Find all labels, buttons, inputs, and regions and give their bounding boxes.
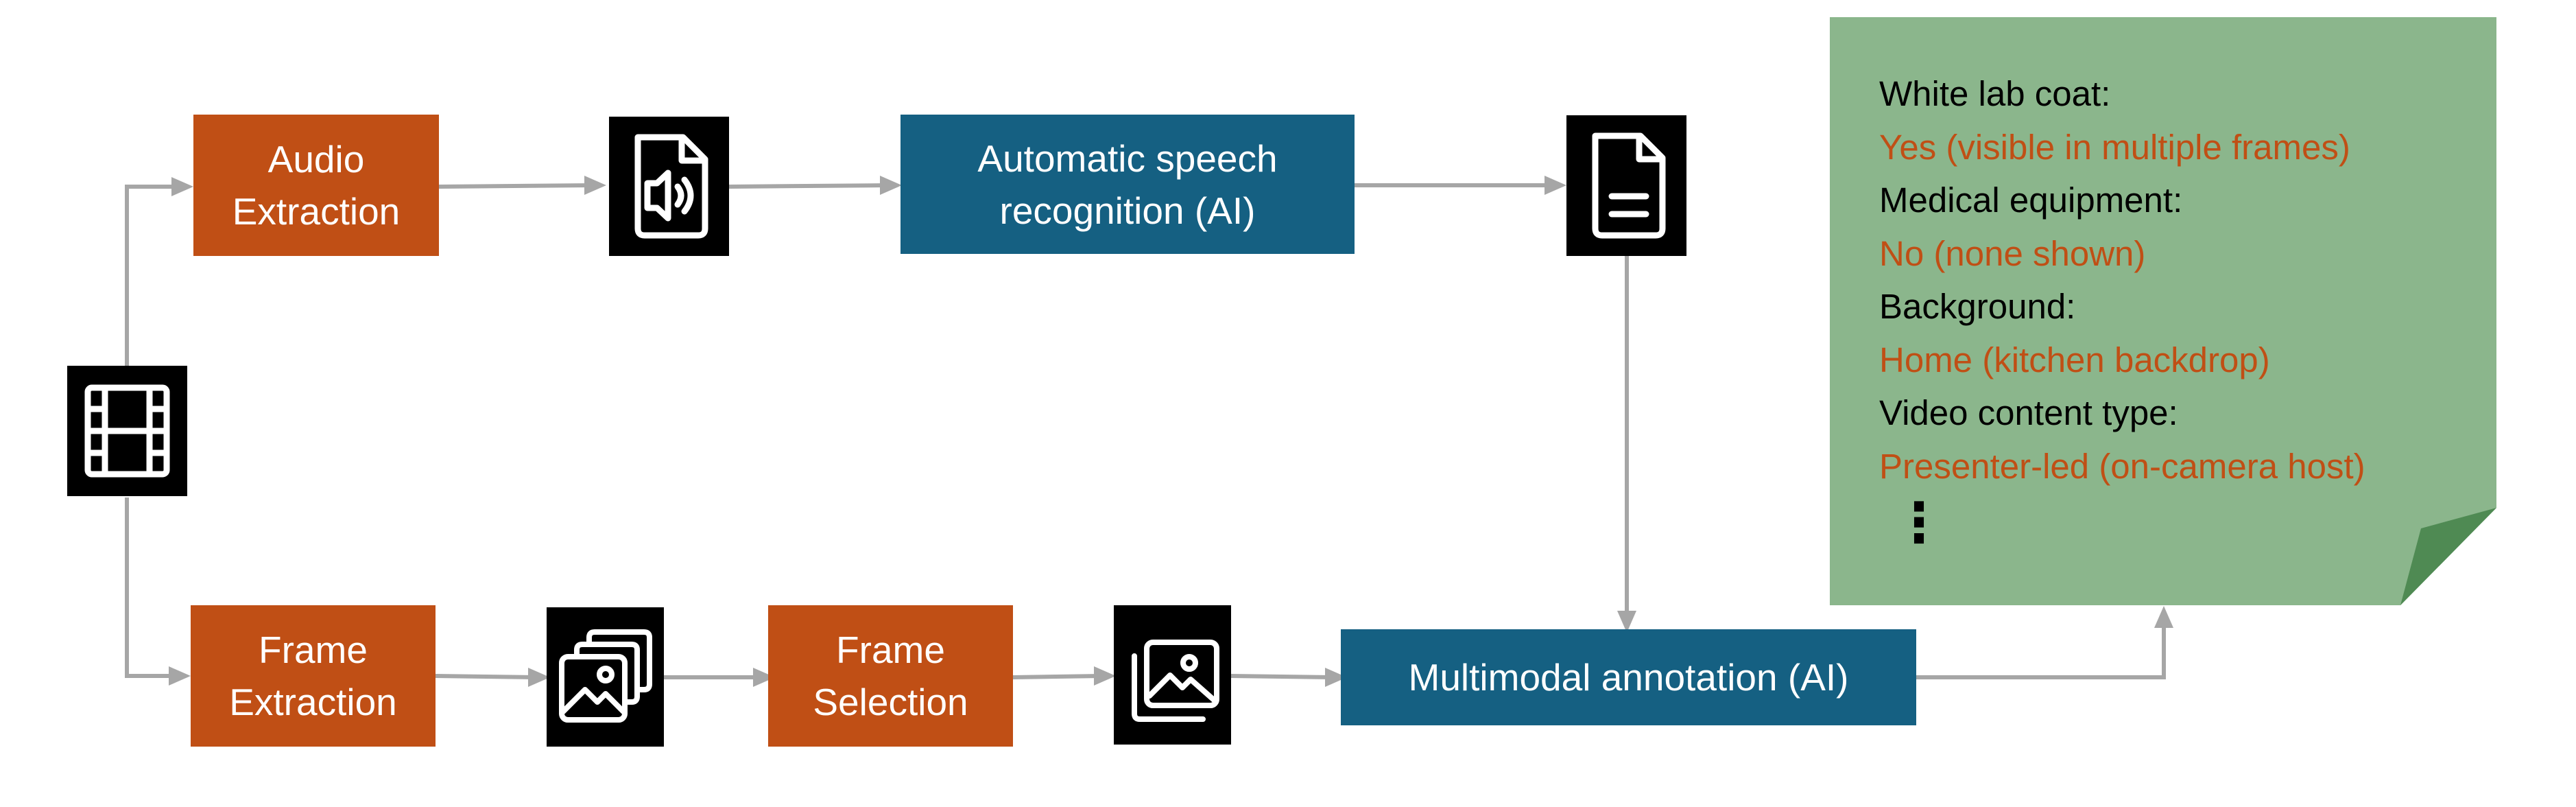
asr-label: Automatic speech recognition (AI) bbox=[977, 137, 1278, 232]
output-question-lab-coat: White lab coat: bbox=[1879, 74, 2111, 113]
document-icon bbox=[1592, 132, 1666, 239]
output-answer-lab-coat: Yes (visible in multiple frames) bbox=[1879, 127, 2350, 167]
transcript-node bbox=[1566, 115, 1686, 256]
output-answer-medical-equipment: No (none shown) bbox=[1879, 233, 2146, 273]
frames-node bbox=[547, 607, 664, 747]
asr-step: Automatic speech recognition (AI) bbox=[901, 115, 1355, 254]
arrow-audiofile-to-asr bbox=[728, 183, 887, 189]
frame-selection-step: Frame Selection bbox=[768, 605, 1013, 747]
arrow-selection-to-gallery bbox=[1012, 674, 1101, 679]
image-gallery-icon bbox=[1132, 640, 1219, 722]
output-question-content-type: Video content type: bbox=[1879, 393, 2178, 432]
frame-selection-label: Frame Selection bbox=[813, 629, 968, 723]
arrow-annotation-to-output bbox=[1916, 621, 2166, 679]
arrow-video-to-frames bbox=[125, 498, 177, 678]
arrow-gallery-to-annotation bbox=[1230, 674, 1333, 679]
multimodal-annotation-step: Multimodal annotation (AI) bbox=[1341, 629, 1916, 725]
arrow-audio-to-audiofile bbox=[438, 183, 592, 189]
arrow-frames-to-stack bbox=[435, 674, 536, 679]
audio-file-node bbox=[609, 117, 729, 256]
film-icon bbox=[84, 384, 170, 478]
output-answer-background: Home (kitchen backdrop) bbox=[1879, 340, 2270, 379]
output-question-medical-equipment: Medical equipment: bbox=[1879, 180, 2183, 220]
audio-extraction-step: Audio Extraction bbox=[193, 115, 439, 256]
image-stack-icon bbox=[559, 629, 652, 723]
audio-extraction-label: Audio Extraction bbox=[232, 138, 401, 233]
multimodal-annotation-label: Multimodal annotation (AI) bbox=[1408, 656, 1849, 699]
output-question-background: Background: bbox=[1879, 287, 2076, 326]
annotation-output-list: White lab coat: Yes (visible in multiple… bbox=[1879, 67, 2524, 553]
output-more-ellipsis: ⋮ bbox=[1892, 492, 1946, 553]
video-source-node bbox=[67, 366, 187, 496]
arrow-video-to-audio bbox=[125, 185, 180, 367]
output-answer-content-type: Presenter-led (on-camera host) bbox=[1879, 446, 2365, 486]
audio-file-icon bbox=[634, 134, 708, 239]
frame-extraction-step: Frame Extraction bbox=[191, 605, 436, 747]
frame-extraction-label: Frame Extraction bbox=[229, 629, 397, 723]
selected-frames-node bbox=[1114, 605, 1231, 745]
